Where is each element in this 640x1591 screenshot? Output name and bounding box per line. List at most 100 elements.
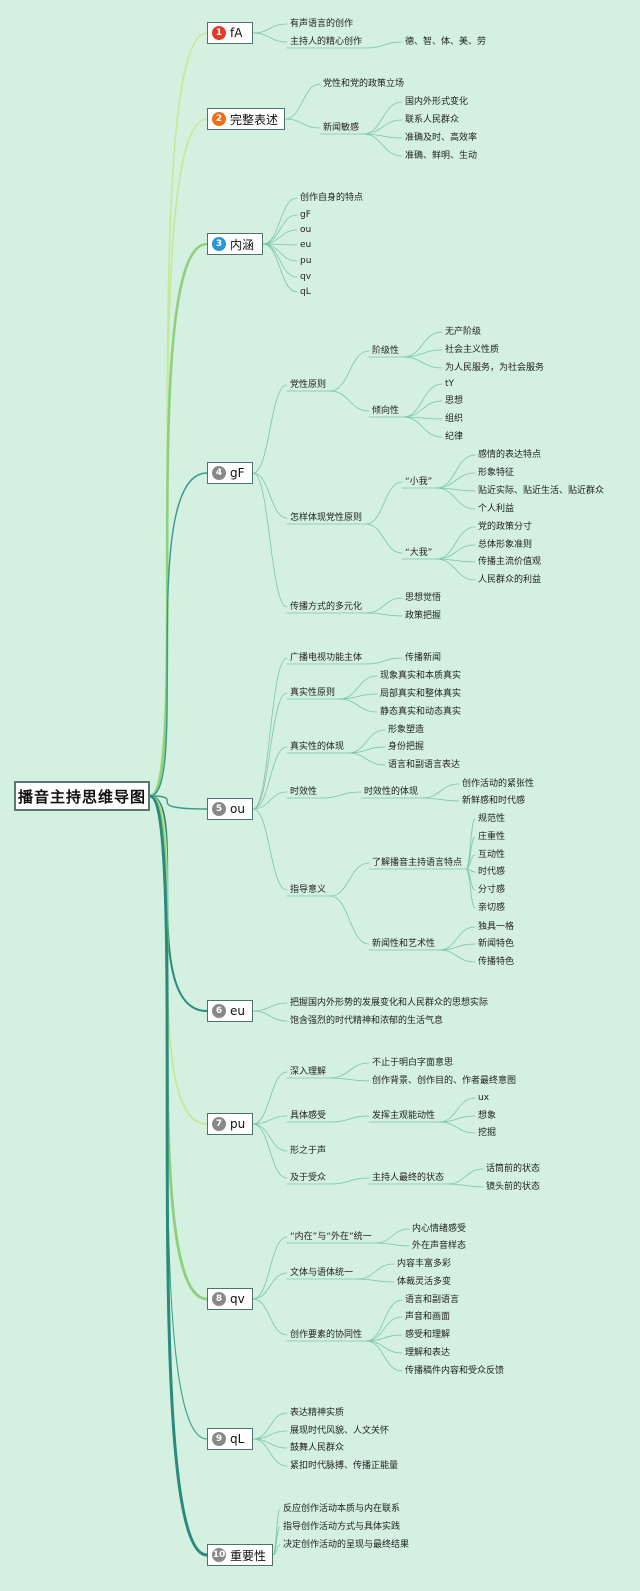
node-label[interactable]: 文体与语体统一 xyxy=(290,1268,354,1278)
node-label[interactable]: 新鲜感和时代感 xyxy=(462,796,526,806)
node-label[interactable]: 互动性 xyxy=(478,850,506,860)
node-label[interactable]: 组织 xyxy=(445,414,464,424)
node-label[interactable]: 体裁灵活多变 xyxy=(397,1277,452,1287)
node-label[interactable]: tY xyxy=(445,379,455,389)
node-label[interactable]: 主持人的精心创作 xyxy=(290,37,363,47)
node-label[interactable]: 把握国内外形势的发展变化和人民群众的思想实际 xyxy=(290,998,489,1008)
node-label[interactable]: 外在声音样态 xyxy=(412,1241,467,1251)
node-label[interactable]: 政策把握 xyxy=(405,611,442,621)
node-label[interactable]: 真实性原则 xyxy=(290,688,336,698)
node-label[interactable]: 准确、鲜明、生动 xyxy=(405,151,478,161)
node-label[interactable]: ou xyxy=(300,225,312,235)
node-label[interactable]: 党性原则 xyxy=(290,380,327,390)
node-label[interactable]: 鼓舞人民群众 xyxy=(290,1443,345,1453)
node-label[interactable]: 传播稿件内容和受众反馈 xyxy=(405,1366,505,1376)
node-label[interactable]: 时效性 xyxy=(290,787,318,797)
node-label[interactable]: 纪律 xyxy=(445,432,464,442)
node-label[interactable]: 指导创作活动方式与具体实践 xyxy=(283,1522,401,1532)
node-label[interactable]: 决定创作活动的呈现与最终结果 xyxy=(283,1540,410,1550)
node-label[interactable]: 新闻性和艺术性 xyxy=(372,939,436,949)
node-label[interactable]: 时效性的体现 xyxy=(364,787,419,797)
node-label[interactable]: 镜头前的状态 xyxy=(486,1182,541,1192)
node-label[interactable]: 党的政策分寸 xyxy=(478,522,533,532)
node-label[interactable]: 规范性 xyxy=(478,814,506,824)
node-label[interactable]: 静态真实和动态真实 xyxy=(380,707,462,717)
node-label[interactable]: “小我” xyxy=(405,477,433,487)
node-label[interactable]: 语言和副语言表达 xyxy=(388,760,461,770)
node-label[interactable]: 传播主流价值观 xyxy=(478,557,542,567)
node-label[interactable]: 紧扣时代脉搏、传播正能量 xyxy=(290,1461,399,1471)
node-label[interactable]: 庄重性 xyxy=(478,832,506,842)
node-label[interactable]: 传播特色 xyxy=(478,957,515,967)
node-label[interactable]: 感受和理解 xyxy=(405,1330,451,1340)
node-label[interactable]: ux xyxy=(478,1093,490,1103)
node-label[interactable]: 语言和副语言 xyxy=(405,1295,460,1305)
node-label[interactable]: 真实性的体现 xyxy=(290,742,345,752)
node-label[interactable]: 反应创作活动本质与内在联系 xyxy=(283,1504,401,1514)
node-label[interactable]: 个人利益 xyxy=(478,504,515,514)
node-label[interactable]: 创作活动的紧张性 xyxy=(462,779,535,789)
node-label[interactable]: 总体形象准则 xyxy=(478,540,533,550)
node-label[interactable]: 人民群众的利益 xyxy=(478,575,542,585)
node-label[interactable]: qv xyxy=(300,272,312,282)
node-label[interactable]: 思想觉悟 xyxy=(405,593,442,603)
node-label[interactable]: 传播方式的多元化 xyxy=(290,602,363,612)
node-label[interactable]: 倾向性 xyxy=(372,406,400,416)
node-label[interactable]: 具体感受 xyxy=(290,1111,327,1121)
node-label[interactable]: 发挥主观能动性 xyxy=(372,1111,436,1121)
node-label[interactable]: 思想 xyxy=(445,396,464,406)
node-label[interactable]: 形象特征 xyxy=(478,468,515,478)
node-label[interactable]: 无产阶级 xyxy=(445,327,482,337)
node-label[interactable]: 挖掘 xyxy=(478,1128,497,1138)
node-label[interactable]: 身份把握 xyxy=(388,742,425,752)
node-label[interactable]: qL xyxy=(300,287,311,297)
node-label[interactable]: 深入理解 xyxy=(290,1067,327,1077)
node-label[interactable]: 形象塑造 xyxy=(388,725,425,735)
node-label[interactable]: 创作背景、创作目的、作者最终意图 xyxy=(372,1076,517,1086)
node-label[interactable]: 独具一格 xyxy=(478,922,515,932)
node-label[interactable]: 党性和党的政策立场 xyxy=(323,79,405,89)
node-label[interactable]: 贴近实际、贴近生活、贴近群众 xyxy=(478,486,605,496)
node-label[interactable]: 话筒前的状态 xyxy=(486,1164,541,1174)
node-label[interactable]: 亲切感 xyxy=(478,903,506,913)
node-label[interactable]: eu xyxy=(300,240,312,250)
node-label[interactable]: “内在”与“外在”统一 xyxy=(290,1232,372,1242)
node-label[interactable]: 理解和表达 xyxy=(405,1348,451,1358)
node-label[interactable]: 准确及时、高效率 xyxy=(405,133,478,143)
node-label[interactable]: 表达精神实质 xyxy=(290,1408,345,1418)
node-label[interactable]: 新闻敏感 xyxy=(323,123,360,133)
node-label[interactable]: 了解播音主持语言特点 xyxy=(372,858,463,868)
node-label[interactable]: 有声语言的创作 xyxy=(290,19,354,29)
node-label[interactable]: 感情的表达特点 xyxy=(478,450,542,460)
node-label[interactable]: 联系人民群众 xyxy=(405,115,460,125)
node-label[interactable]: 内心情绪感受 xyxy=(412,1224,467,1234)
node-label[interactable]: 广播电视功能主体 xyxy=(290,653,363,663)
node-label[interactable]: 及于受众 xyxy=(290,1173,327,1183)
node-label[interactable]: 指导意义 xyxy=(290,885,327,895)
node-label[interactable]: 声音和画面 xyxy=(405,1312,451,1322)
node-label[interactable]: gF xyxy=(300,210,311,220)
node-label[interactable]: 不止于明白字面意思 xyxy=(372,1058,454,1068)
node-label[interactable]: 社会主义性质 xyxy=(445,345,500,355)
node-label[interactable]: 时代感 xyxy=(478,867,506,877)
node-label[interactable]: 阶级性 xyxy=(372,346,400,356)
node-label[interactable]: “大我” xyxy=(405,548,433,558)
node-label[interactable]: 创作自身的特点 xyxy=(300,193,364,203)
node-label[interactable]: 国内外形式变化 xyxy=(405,97,469,107)
node-label[interactable]: 内容丰富多彩 xyxy=(397,1259,452,1269)
node-label[interactable]: pu xyxy=(300,256,312,266)
node-label[interactable]: 传播新闻 xyxy=(405,653,442,663)
node-label[interactable]: 想象 xyxy=(478,1111,497,1121)
root-node[interactable]: 播音主持思维导图 xyxy=(14,781,150,811)
node-label[interactable]: 展现时代风貌、人文关怀 xyxy=(290,1426,390,1436)
